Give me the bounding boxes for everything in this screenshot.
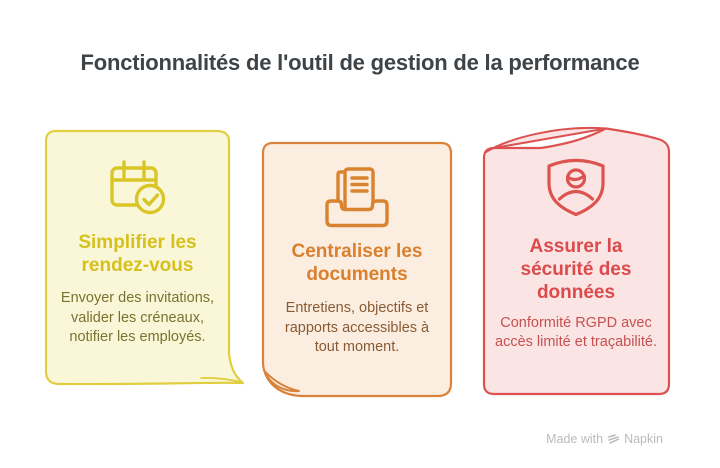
watermark: Made with Napkin: [546, 432, 663, 446]
feature-card-documents: Centraliser les documents Entretiens, ob…: [261, 141, 453, 398]
card-heading: Simplifier les rendez-vous: [78, 232, 197, 277]
watermark-prefix: Made with: [546, 432, 604, 446]
card-body-text: Conformité RGPD avec accès limité et tra…: [495, 314, 657, 350]
card-body-text: Entretiens, objectifs et rapports access…: [284, 300, 430, 355]
watermark-brand: Napkin: [624, 432, 663, 446]
card-body-text: Envoyer des invitations, valider les cré…: [60, 290, 215, 345]
napkin-logo-icon: [607, 433, 620, 444]
calendar-check-icon: [109, 160, 165, 215]
card-heading: Centraliser les documents: [291, 241, 423, 286]
feature-card-security: Assurer la sécurité des données Conformi…: [482, 126, 671, 398]
shield-user-icon: [547, 158, 605, 217]
inbox-documents-icon: [325, 167, 389, 228]
page-title: Fonctionnalités de l'outil de gestion de…: [80, 50, 640, 75]
feature-card-appointments: Simplifier les rendez-vous Envoyer des i…: [44, 129, 245, 386]
card-heading: Assurer la sécurité des données: [520, 236, 632, 304]
